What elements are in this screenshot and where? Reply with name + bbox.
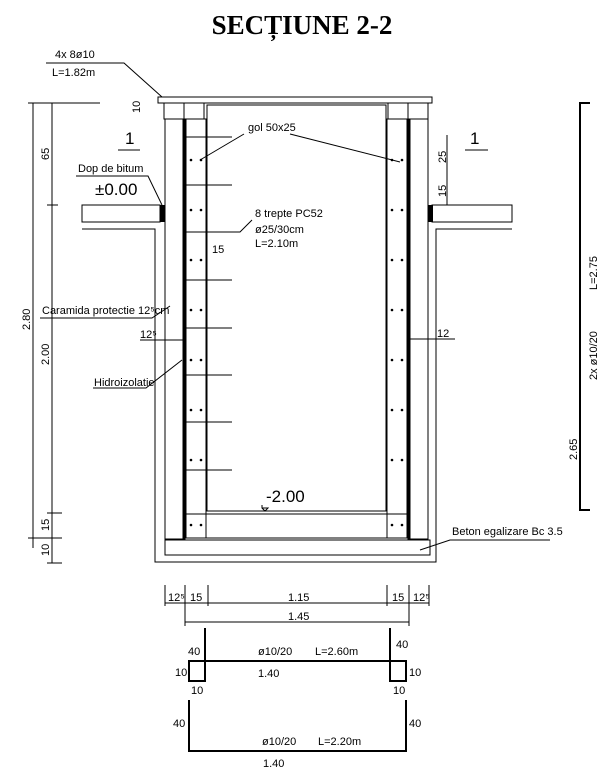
annotations: 4x 8ø10 L=1.82m 10 1 Dop de bitum ±0.00 … — [40, 49, 563, 551]
svg-text:65: 65 — [40, 148, 52, 160]
svg-text:1.40: 1.40 — [263, 758, 284, 770]
svg-text:gol 50x25: gol 50x25 — [248, 122, 296, 134]
excavation-outline — [82, 228, 512, 563]
svg-text:1: 1 — [125, 129, 134, 148]
svg-text:Hidroizolatie: Hidroizolatie — [94, 377, 155, 389]
svg-text:L=2.10m: L=2.10m — [255, 238, 298, 250]
rebar-dots — [189, 158, 404, 527]
svg-text:L=1.82m: L=1.82m — [52, 67, 95, 79]
svg-text:10: 10 — [131, 101, 143, 113]
svg-text:2x ø10/20: 2x ø10/20 — [588, 331, 600, 380]
bitumen-plug-left — [160, 205, 165, 222]
svg-text:2.65: 2.65 — [568, 439, 580, 460]
ground-slab-right — [431, 204, 513, 223]
rebar-shape-1: 40 40 10 10 10 10 ø10/20 L=2.60m 1.40 — [175, 628, 421, 697]
left-dimensions: 2.80 65 2.00 15 10 — [21, 102, 100, 564]
svg-text:L=2.60m: L=2.60m — [315, 646, 358, 658]
ground-slab-left — [81, 204, 161, 223]
svg-text:40: 40 — [173, 718, 185, 730]
svg-text:40: 40 — [188, 646, 200, 658]
brick-wall-right — [409, 118, 429, 540]
svg-text:1.15: 1.15 — [288, 592, 309, 604]
svg-text:25: 25 — [437, 151, 449, 163]
svg-text:15: 15 — [190, 592, 202, 604]
svg-text:1.45: 1.45 — [288, 611, 309, 623]
svg-text:2.00: 2.00 — [40, 344, 52, 365]
svg-text:L=2.75: L=2.75 — [588, 256, 600, 290]
brick-wall-left — [164, 118, 184, 540]
svg-text:8 trepte PC52: 8 trepte PC52 — [255, 208, 323, 220]
svg-text:12⁵: 12⁵ — [413, 592, 430, 604]
ladder-steps — [186, 136, 232, 471]
svg-text:1: 1 — [470, 129, 479, 148]
svg-text:±0.00: ±0.00 — [95, 180, 137, 199]
svg-text:Dop de bitum: Dop de bitum — [78, 163, 143, 175]
svg-text:2.80: 2.80 — [21, 309, 33, 330]
svg-text:12⁵: 12⁵ — [140, 329, 157, 341]
concrete-wall-right — [386, 118, 408, 539]
svg-text:Beton egalizare Bc 3.5: Beton egalizare Bc 3.5 — [452, 526, 563, 538]
svg-text:15: 15 — [212, 244, 224, 256]
right-rebar: 2.65 2x ø10/20 L=2.75 — [568, 102, 600, 511]
rebar-shape-2: 40 40 ø10/20 L=2.20m 1.40 — [173, 700, 421, 770]
svg-text:40: 40 — [409, 718, 421, 730]
svg-text:15: 15 — [437, 185, 449, 197]
bottom-dimensions: 12⁵ 15 1.15 15 12⁵ 1.45 — [164, 585, 430, 626]
svg-text:L=2.20m: L=2.20m — [318, 736, 361, 748]
chamber-interior — [206, 104, 387, 512]
bitumen-plug-right — [428, 205, 433, 222]
svg-text:12⁵: 12⁵ — [168, 592, 185, 604]
svg-text:10: 10 — [393, 685, 405, 697]
svg-text:4x 8ø10: 4x 8ø10 — [55, 49, 95, 61]
svg-text:10: 10 — [175, 667, 187, 679]
bottom-slab — [185, 513, 408, 539]
svg-text:12: 12 — [437, 328, 449, 340]
svg-text:ø10/20: ø10/20 — [262, 736, 296, 748]
svg-text:ø10/20: ø10/20 — [258, 646, 292, 658]
cover-slab — [157, 96, 433, 104]
svg-text:15: 15 — [40, 519, 52, 531]
svg-text:15: 15 — [392, 592, 404, 604]
drawing-title: SECȚIUNE 2-2 — [212, 10, 393, 42]
svg-text:10: 10 — [191, 685, 203, 697]
svg-text:10: 10 — [40, 544, 52, 556]
svg-text:40: 40 — [396, 639, 408, 651]
blinding-concrete — [164, 539, 431, 556]
svg-text:Caramida protectie 12⁵cm: Caramida protectie 12⁵cm — [42, 305, 169, 317]
svg-text:ø25/30cm: ø25/30cm — [255, 224, 304, 236]
svg-text:10: 10 — [409, 667, 421, 679]
svg-text:-2.00: -2.00 — [266, 487, 305, 506]
svg-text:1.40: 1.40 — [258, 668, 279, 680]
